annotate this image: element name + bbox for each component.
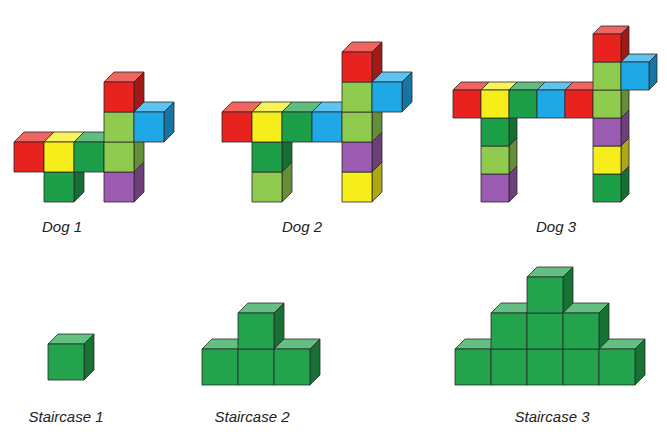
cube-face	[481, 174, 509, 202]
cube-face	[563, 313, 599, 349]
cube-face	[238, 349, 274, 385]
cube-face	[593, 146, 621, 174]
cube-face	[134, 112, 164, 142]
figure-label: Staircase 1	[28, 408, 103, 425]
cube-face	[593, 174, 621, 202]
cube-face	[372, 82, 402, 112]
cube-face	[509, 90, 537, 118]
cube	[134, 102, 174, 142]
cube-face	[481, 90, 509, 118]
cube-face	[565, 90, 593, 118]
cube-face	[342, 52, 372, 82]
cube-face	[164, 102, 174, 142]
cube-face	[537, 90, 565, 118]
cube	[563, 303, 609, 349]
cube	[527, 267, 573, 313]
cube-face	[312, 112, 342, 142]
cube-face	[635, 339, 645, 385]
cube-face	[599, 349, 635, 385]
cube-face	[104, 112, 134, 142]
cube-face	[593, 90, 621, 118]
figure-label: Dog 1	[42, 218, 82, 235]
cube	[342, 42, 382, 82]
cube	[104, 72, 144, 112]
cube-face	[252, 142, 282, 172]
cube-face	[274, 349, 310, 385]
figure-label: Dog 2	[282, 218, 322, 235]
cube-face	[649, 54, 657, 90]
cube-face	[202, 349, 238, 385]
cube-face	[48, 344, 84, 380]
cube-face	[74, 142, 104, 172]
cube	[599, 339, 645, 385]
cube-face	[527, 313, 563, 349]
cube-face	[14, 142, 44, 172]
cube-face	[593, 118, 621, 146]
cube-face	[342, 142, 372, 172]
cube	[238, 303, 284, 349]
cube	[274, 339, 320, 385]
cube-face	[491, 349, 527, 385]
cube	[372, 72, 412, 112]
figure-label: Staircase 2	[214, 408, 289, 425]
cube-face	[455, 349, 491, 385]
cube-face	[44, 172, 74, 202]
cube-face	[527, 277, 563, 313]
cube-face	[593, 34, 621, 62]
figure-label: Staircase 3	[514, 408, 589, 425]
cube-face	[342, 82, 372, 112]
cube-face	[84, 334, 94, 380]
cube-face	[342, 172, 372, 202]
cube-face	[402, 72, 412, 112]
cube	[621, 54, 657, 90]
cube-face	[527, 349, 563, 385]
cube	[48, 334, 94, 380]
cube-face	[222, 112, 252, 142]
cube-face	[342, 112, 372, 142]
cube-face	[238, 313, 274, 349]
cube-face	[621, 62, 649, 90]
cube-face	[593, 62, 621, 90]
cube-face	[563, 349, 599, 385]
cube-face	[104, 172, 134, 202]
cube-face	[252, 172, 282, 202]
cube-face	[481, 146, 509, 174]
cube-face	[481, 118, 509, 146]
cube-face	[104, 142, 134, 172]
cube	[593, 26, 629, 62]
cube-face	[491, 313, 527, 349]
cube-face	[310, 339, 320, 385]
cube-face	[282, 112, 312, 142]
figure-label: Dog 3	[536, 218, 576, 235]
cube-face	[44, 142, 74, 172]
cube-face	[104, 82, 134, 112]
cube-face	[252, 112, 282, 142]
cube-face	[453, 90, 481, 118]
